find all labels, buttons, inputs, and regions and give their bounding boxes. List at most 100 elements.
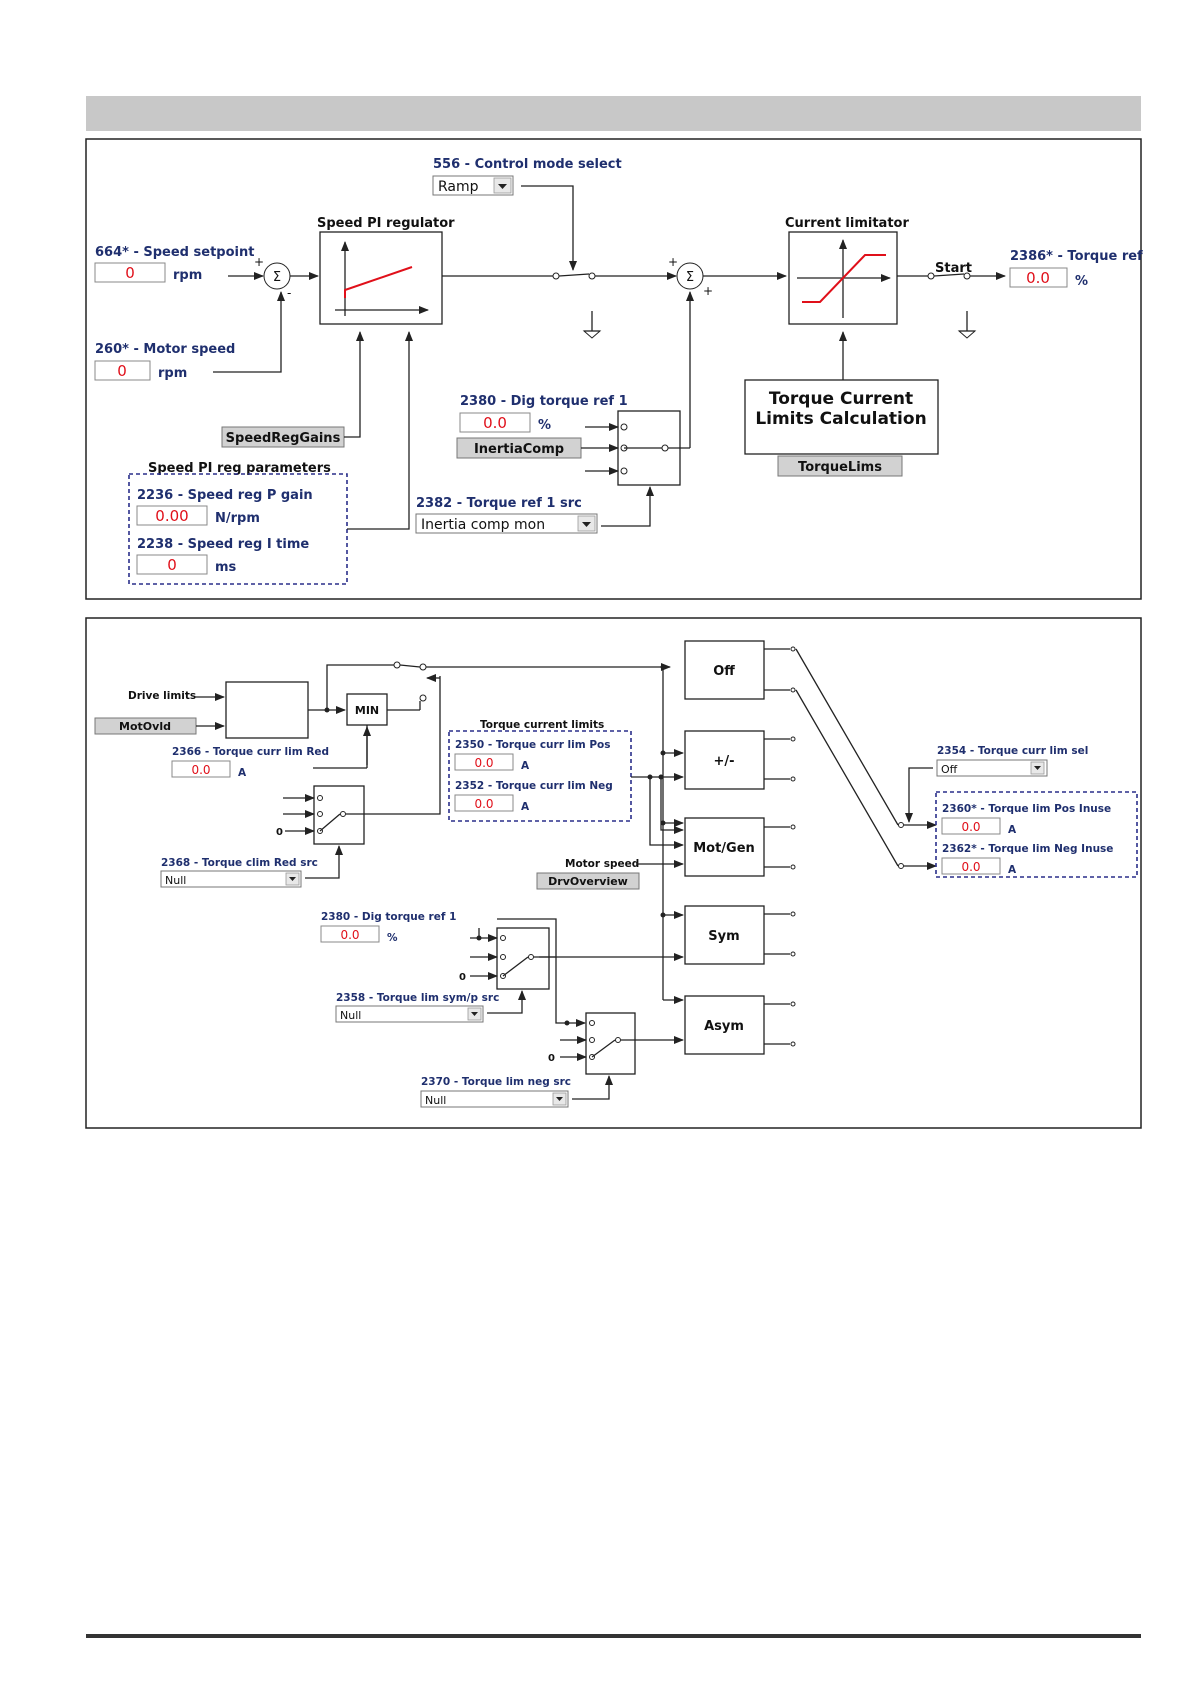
lower-dig-torque-ref-value: 0.0 [340, 928, 359, 942]
neg-inuse-unit: A [1008, 864, 1017, 876]
p-gain-value: 0.00 [155, 507, 188, 525]
drvoverview-button[interactable]: DrvOverview [536, 872, 640, 890]
torque-ref-src-dropdown[interactable]: Inertia comp mon [415, 513, 598, 534]
pos-inuse-unit: A [1008, 824, 1017, 836]
i-time-label: 2238 - Speed reg I time [137, 537, 309, 552]
motovld-button-label: MotOvld [119, 720, 171, 733]
drive-limits-label: Drive limits [128, 690, 196, 702]
upper-diagram-frame [85, 138, 1142, 600]
motor-speed-value: 0 [117, 362, 127, 380]
torque-ref-value: 0.0 [1026, 269, 1050, 287]
control-mode-label: 556 - Control mode select [433, 157, 622, 172]
chevron-down-icon [1034, 766, 1041, 770]
i-time-unit: ms [215, 560, 237, 575]
start-label: Start [935, 261, 972, 276]
curr-lim-pos-value: 0.0 [474, 756, 493, 770]
pos-inuse-value: 0.0 [961, 820, 980, 834]
torquelims-button[interactable]: TorqueLims [777, 455, 903, 477]
plus-sign-2: + [668, 255, 678, 269]
sum-symbol-2: Σ [686, 270, 694, 285]
clim-red-src-dropdown[interactable]: Null [160, 870, 302, 888]
zero-label: 0 [276, 827, 283, 838]
speed-setpoint-field[interactable] [94, 262, 166, 283]
torque-calc-block [744, 379, 939, 455]
dig-torque-ref-field[interactable] [459, 412, 531, 433]
neg-inuse-field[interactable] [941, 857, 1001, 875]
curr-lim-red-unit: A [238, 767, 247, 779]
min-label: MIN [355, 704, 379, 717]
lim-neg-src-value: Null [425, 1094, 446, 1107]
torque-calc-line2: Limits Calculation [755, 409, 926, 429]
torque-ref-src-label: 2382 - Torque ref 1 src [416, 496, 582, 511]
dig-torque-ref-unit: % [538, 418, 551, 433]
mode-label-plus-minus: +/- [713, 754, 734, 769]
mode-label-off: Off [713, 664, 735, 679]
lower-diagram-frame [85, 617, 1142, 1129]
mode-block-off: Off [684, 640, 765, 700]
speedreggains-button[interactable]: SpeedRegGains [221, 426, 345, 448]
p-gain-field[interactable] [136, 505, 208, 526]
drvoverview-button-label: DrvOverview [548, 875, 628, 888]
motor-speed-field[interactable] [94, 360, 151, 381]
chevron-down-icon [498, 184, 507, 189]
motovld-button[interactable]: MotOvld [94, 717, 197, 735]
chevron-down-icon [471, 1012, 478, 1016]
clim-red-src-label: 2368 - Torque clim Red src [161, 857, 318, 869]
curr-lim-neg-label: 2352 - Torque curr lim Neg [455, 780, 613, 792]
mode-block-plus-minus: +/- [684, 730, 765, 790]
torque-ref-field[interactable] [1009, 267, 1068, 288]
lim-sym-src-label: 2358 - Torque lim sym/p src [336, 992, 499, 1004]
curr-lim-red-field[interactable] [171, 760, 231, 778]
inertiacomp-button[interactable]: InertiaComp [456, 437, 582, 459]
torque-current-limits-title: Torque current limits [480, 719, 604, 731]
neg-inuse-label: 2362* - Torque lim Neg Inuse [942, 843, 1113, 855]
lim-neg-src-label: 2370 - Torque lim neg src [421, 1076, 571, 1088]
speed-setpoint-value: 0 [125, 264, 135, 282]
curr-lim-pos-label: 2350 - Torque curr lim Pos [455, 739, 611, 751]
lower-dig-torque-ref-field[interactable] [320, 925, 380, 943]
curr-lim-sel-label: 2354 - Torque curr lim sel [937, 745, 1088, 757]
i-time-field[interactable] [136, 554, 208, 575]
inertiacomp-button-label: InertiaComp [474, 442, 564, 457]
inuse-group [935, 791, 1138, 878]
mode-output-lines [764, 646, 899, 1047]
chevron-down-icon [556, 1097, 563, 1101]
torque-ref-src-value: Inertia comp mon [421, 517, 545, 533]
mode-block-sym: Sym [684, 905, 765, 965]
neg-inuse-value: 0.0 [961, 860, 980, 874]
ground-icon [582, 311, 602, 339]
curr-lim-sel-dropdown[interactable]: Off [936, 759, 1048, 777]
plus-sign: + [254, 255, 264, 269]
zero-label-3: 0 [548, 1053, 555, 1064]
torque-calc-line1: Torque Current [769, 389, 913, 409]
curr-lim-neg-value: 0.0 [474, 797, 493, 811]
pos-inuse-label: 2360* - Torque lim Pos Inuse [942, 803, 1111, 815]
p-gain-label: 2236 - Speed reg P gain [137, 488, 313, 503]
lower-dig-torque-ref-label: 2380 - Dig torque ref 1 [321, 911, 456, 923]
curr-lim-neg-field[interactable] [454, 794, 514, 812]
torque-ref-label: 2386* - Torque ref [1010, 249, 1143, 264]
mode-label-asym: Asym [704, 1019, 744, 1034]
speedreggains-button-label: SpeedRegGains [226, 431, 341, 446]
curr-lim-pos-unit: A [521, 760, 530, 772]
lim-neg-src-dropdown[interactable]: Null [420, 1090, 569, 1108]
section-header-bar [86, 96, 1141, 131]
i-time-value: 0 [167, 556, 177, 574]
zero-label-2: 0 [459, 972, 466, 983]
chevron-down-icon [289, 877, 296, 881]
mode-block-asym: Asym [684, 995, 765, 1055]
lim-sym-src-dropdown[interactable]: Null [335, 1005, 484, 1023]
curr-lim-sel-value: Off [941, 763, 958, 776]
plus-sign-3: + [703, 284, 713, 298]
pos-inuse-field[interactable] [941, 817, 1001, 835]
pi-params-title: Speed PI reg parameters [148, 461, 331, 476]
curr-lim-pos-field[interactable] [454, 753, 514, 771]
control-mode-dropdown[interactable]: Ramp [432, 175, 514, 196]
lim-sym-src-value: Null [340, 1009, 361, 1022]
speed-setpoint-label: 664* - Speed setpoint [95, 245, 254, 260]
clim-red-src-value: Null [165, 874, 186, 887]
motor-speed-unit: rpm [158, 366, 187, 381]
dig-torque-ref-value: 0.0 [483, 414, 507, 432]
sum-symbol: Σ [273, 270, 281, 285]
